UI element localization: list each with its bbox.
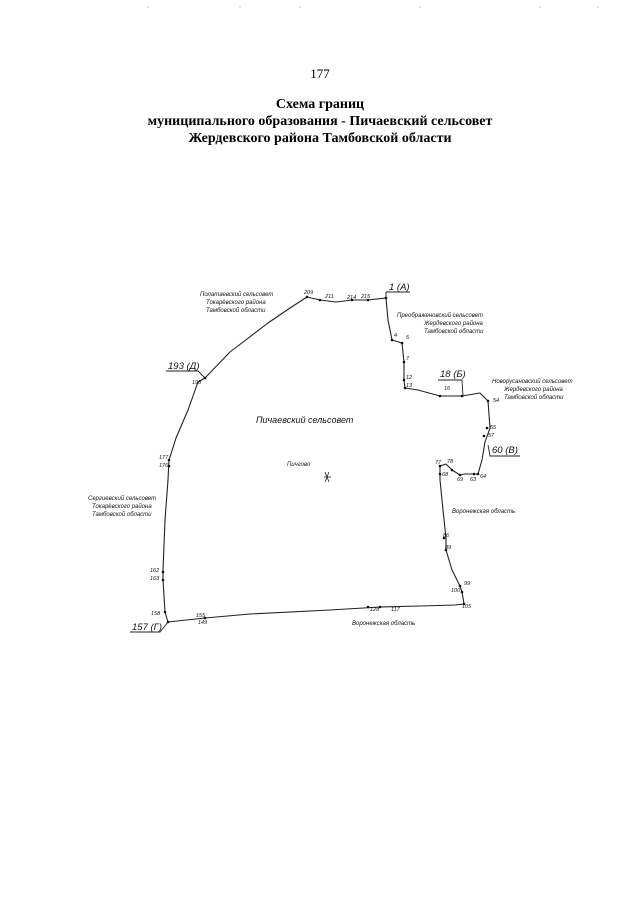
corner-label-a: 1 (А) xyxy=(389,282,410,293)
region-north-east: Преображеновский сельсовет Жердевского р… xyxy=(397,312,484,335)
region-e-line-2: Жердевского района xyxy=(503,386,564,393)
point-label-89: 89 xyxy=(445,545,451,551)
point-label-214: 214 xyxy=(346,295,356,301)
region-w-line-3: Тамбовской области xyxy=(92,511,152,518)
point-label-63: 63 xyxy=(470,477,477,483)
point-label-149: 149 xyxy=(198,620,207,626)
point-labels: 209 211 214 215 4 5 7 12 13 16 54 55 57 … xyxy=(150,290,499,626)
point-label-155: 155 xyxy=(196,613,206,619)
region-ne-line-2: Жердевского района xyxy=(423,320,484,327)
corner-label-v: 60 (В) xyxy=(492,445,518,456)
point-label-12: 12 xyxy=(406,375,412,381)
region-east: Новорусановский сельсовет Жердевского ра… xyxy=(492,378,573,401)
point-label-100: 100 xyxy=(451,588,461,594)
region-south: Воронежская область xyxy=(352,621,415,627)
region-nw-line-3: Тамбовской области xyxy=(206,307,266,314)
title-line-2: муниципального образования - Пичаевский … xyxy=(147,114,493,129)
point-label-128: 128 xyxy=(370,607,380,613)
region-e-line-3: Тамбовской области xyxy=(504,394,564,401)
point-label-158: 158 xyxy=(151,611,161,617)
point-label-16: 16 xyxy=(444,386,451,392)
region-e-line-1: Новорусановский сельсовет xyxy=(492,378,573,385)
point-label-77: 77 xyxy=(435,460,442,466)
point-label-5: 5 xyxy=(406,335,410,341)
point-label-68: 68 xyxy=(442,472,449,478)
point-label-4: 4 xyxy=(394,333,397,339)
point-label-211: 211 xyxy=(324,294,334,300)
point-label-7: 7 xyxy=(406,356,410,362)
point-label-54: 54 xyxy=(493,398,499,404)
region-west: Сергиевский сельсовет Токарёвского район… xyxy=(88,495,156,518)
region-ne-line-3: Тамбовской области xyxy=(424,328,484,335)
region-ne-line-1: Преображеновский сельсовет xyxy=(397,312,483,319)
village-label: Пичгово xyxy=(287,462,311,468)
point-label-55: 55 xyxy=(490,425,497,431)
region-nw-line-1: Полатаевский сельсовет xyxy=(200,291,273,298)
point-label-99: 99 xyxy=(464,581,470,587)
point-label-78: 78 xyxy=(447,459,454,465)
point-label-117: 117 xyxy=(391,607,401,613)
point-label-86: 86 xyxy=(443,533,450,539)
point-label-215: 215 xyxy=(360,294,371,300)
region-w-line-1: Сергиевский сельсовет xyxy=(88,495,156,502)
region-north-west: Полатаевский сельсовет Токарёвского райо… xyxy=(200,291,273,314)
point-label-176: 176 xyxy=(159,463,169,469)
title-line-3: Жердевского района Тамбовской области xyxy=(188,131,452,146)
point-label-13: 13 xyxy=(406,383,413,389)
corner-label-b: 18 (Б) xyxy=(440,369,466,380)
title-line-1: Схема границ xyxy=(275,97,365,112)
point-label-64: 64 xyxy=(480,474,486,480)
boundary-vertices xyxy=(161,295,490,624)
corner-leaders xyxy=(130,291,520,633)
point-label-198: 198 xyxy=(192,380,202,386)
corner-label-d: 193 (Д) xyxy=(168,361,200,372)
region-south-east: Воронежская область xyxy=(452,509,515,515)
point-label-69: 69 xyxy=(457,477,463,483)
region-nw-line-2: Токарёвского района xyxy=(206,299,266,306)
corner-label-g: 157 (Г) xyxy=(132,622,162,633)
village-marker-icon xyxy=(324,471,331,483)
scan-specks xyxy=(147,6,599,8)
region-w-line-2: Токарёвского района xyxy=(92,503,152,510)
point-label-209: 209 xyxy=(303,290,313,296)
point-label-177: 177 xyxy=(159,455,169,461)
point-label-57: 57 xyxy=(488,433,495,439)
page-number: 177 xyxy=(310,66,330,81)
point-label-105: 105 xyxy=(462,604,472,610)
page-title: Схема границ муниципального образования … xyxy=(0,96,640,147)
point-label-163: 163 xyxy=(150,576,160,582)
point-label-162: 162 xyxy=(150,568,159,574)
municipality-name: Пичаевский сельсовет xyxy=(256,415,354,425)
